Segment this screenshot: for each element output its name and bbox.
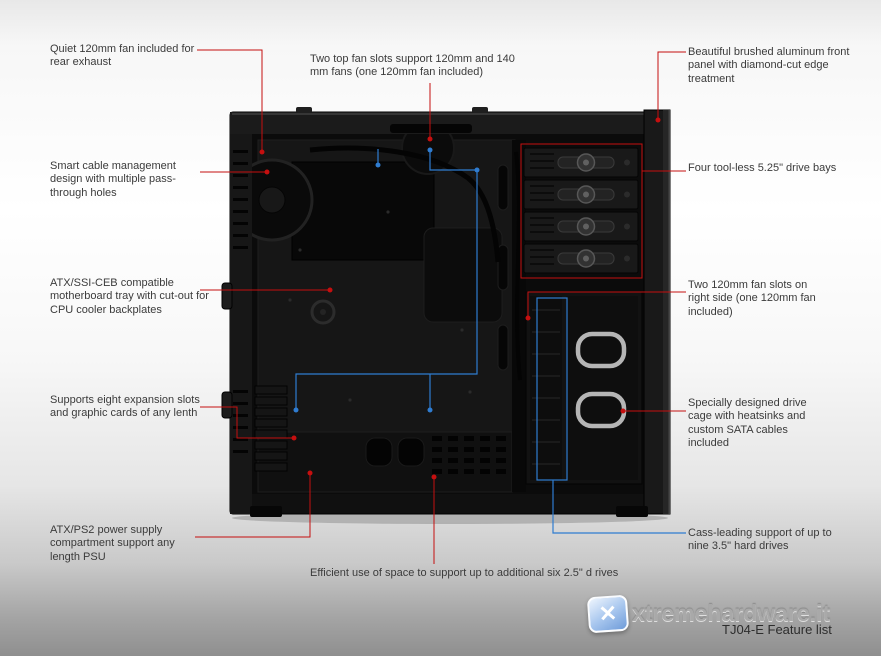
rear-panel: [221, 112, 252, 514]
callout-line-hdd-support: [552, 480, 686, 534]
cable-grommet-slot: [497, 244, 509, 291]
case-feet: [250, 506, 648, 517]
case-illustration: [221, 107, 671, 524]
front-panel: [643, 109, 671, 515]
tray-large-cutout: [291, 161, 435, 261]
case-top-frame: [230, 107, 644, 134]
rear-vent-slots: [233, 150, 248, 453]
callout-line-front-panel: [657, 51, 686, 120]
annotation-front-panel: Beautiful brushed aluminum front panel w…: [688, 46, 850, 85]
callout-line-psu: [195, 473, 311, 538]
callout-line-rear-fan: [197, 49, 263, 152]
top-tab: [296, 107, 312, 113]
psu-vent: [397, 437, 425, 467]
side-latch: [221, 391, 233, 419]
side-latch: [221, 282, 233, 310]
standoff-holes: [288, 210, 472, 402]
annotation-motherboard-tray: ATX/SSI-CEB compatible motherboard tray …: [50, 277, 209, 316]
annotation-drive-cage: Specially designed drive cage with heats…: [688, 397, 807, 450]
rear-fan: [252, 158, 314, 242]
drive-bays-525: [523, 147, 639, 274]
annotation-ssd-space: Efficient use of space to support up to …: [310, 567, 619, 579]
watermark-text: xtremehardware.it: [632, 600, 831, 626]
red-callouts: [195, 49, 686, 564]
top-tab: [472, 107, 488, 113]
blue-callout-dots: [293, 147, 480, 413]
diamond-cut-edge: [668, 110, 670, 514]
annotation-cable-management: Smart cable management design with multi…: [50, 160, 176, 199]
motherboard-tray: [257, 139, 516, 433]
case-shadow: [232, 512, 668, 524]
annotation-expansion-slots: Supports eight expansion slots and graph…: [50, 394, 200, 420]
annotation-drive-bays: Four tool-less 5.25" drive bays: [688, 162, 837, 174]
drive-cage: [525, 291, 643, 485]
red-callout-dots: [259, 117, 661, 480]
annotation-top-fans: Two top fan slots support 120mm and 140 …: [310, 53, 515, 79]
psu-vent: [365, 437, 393, 467]
internal-cables: [309, 140, 526, 492]
xtremehardware-logo: ✕: [586, 594, 630, 634]
annotation-side-fans: Two 120mm fan slots on right side (one 1…: [688, 279, 816, 318]
caption-feature-list: TJ04-E Feature list: [722, 622, 832, 637]
callout-line-side-fans: [527, 291, 686, 318]
tray-emblem: [310, 299, 336, 325]
callout-lines: [195, 49, 686, 564]
top-fan-slot: [390, 124, 472, 133]
psu-compartment: [257, 431, 513, 493]
cable-grommet-slot: [497, 324, 509, 371]
watermark-x-icon: ✕: [597, 600, 619, 627]
annotation-rear-fan: Quiet 120mm fan included for rear exhaus…: [50, 43, 195, 69]
callout-line-expansion-slots: [200, 406, 294, 439]
annotation-psu: ATX/PS2 power supply compartment support…: [50, 524, 175, 563]
heatsink-loop: [575, 331, 627, 369]
cpu-cooler-cutout: [423, 227, 503, 323]
ssd-mount-grid: [432, 436, 506, 474]
cable-grommet-slot: [497, 164, 509, 211]
blue-callouts: [293, 147, 686, 534]
callout-box-drive-bays: [520, 143, 643, 279]
annotation-hdd-support: Cass-leading support of up to nine 3.5" …: [688, 527, 832, 553]
callout-box-hdd-rails: [536, 297, 568, 481]
cable-route-path: [295, 150, 478, 410]
hdd-rail-column: [530, 296, 562, 480]
